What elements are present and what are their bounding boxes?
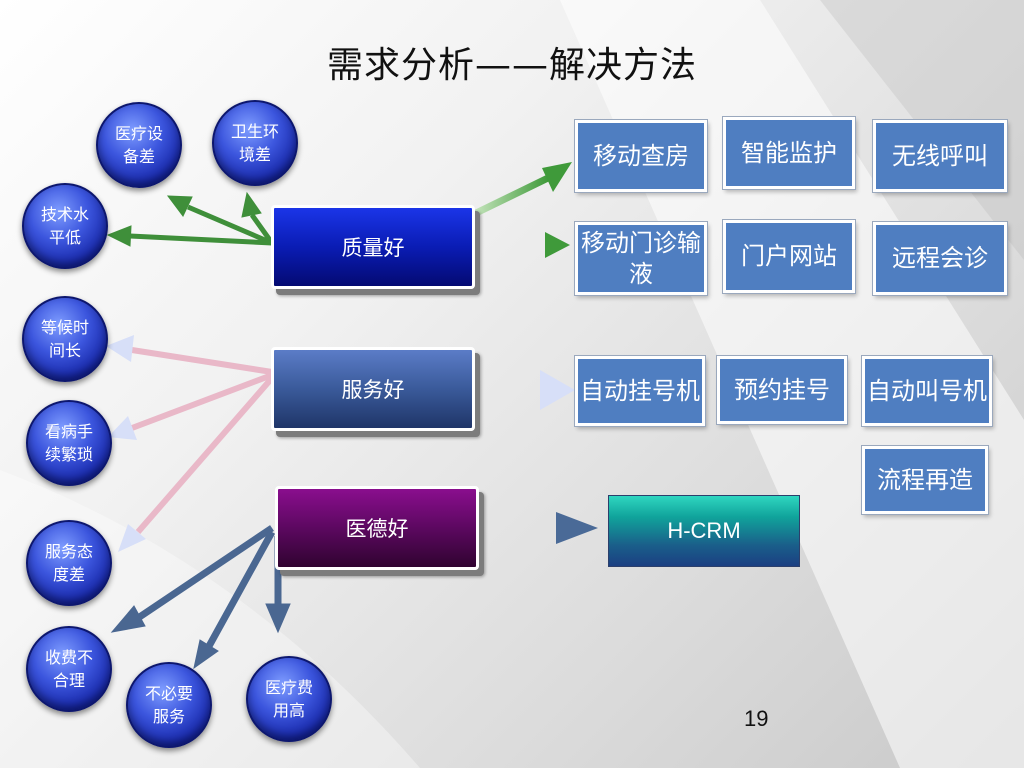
problem-label: 看病手续繁琐 — [44, 422, 93, 464]
ethics-solution-arrow — [478, 512, 598, 544]
problem-tech-level: 技术水平低 — [22, 183, 108, 269]
problem-label: 服务态度差 — [44, 542, 93, 584]
solution-auto-call: 自动叫号机 — [862, 356, 992, 426]
slide-title: 需求分析——解决方法 — [326, 45, 697, 86]
problem-label: 不必要服务 — [144, 684, 193, 726]
problem-label: 医疗费用高 — [264, 678, 313, 720]
solution-portal: 门户网站 — [723, 220, 855, 293]
problem-complex-procedures: 看病手续繁琐 — [26, 400, 112, 486]
problem-sanitation: 卫生环境差 — [212, 100, 298, 186]
problem-label: 医疗设备差 — [114, 124, 163, 166]
problem-poor-attitude: 服务态度差 — [26, 520, 112, 606]
problem-label: 技术水平低 — [40, 205, 89, 247]
solution-mobile-rounds: 移动查房 — [575, 120, 707, 192]
service-problem-arrows — [106, 335, 275, 552]
problem-unnecessary-services: 不必要服务 — [126, 662, 212, 748]
solution-process-reengineering: 流程再造 — [862, 446, 988, 514]
solution-auto-register: 自动挂号机 — [575, 356, 705, 426]
solution-mobile-outpatient: 移动门诊输液 — [575, 222, 707, 295]
service-solution-arrow — [478, 370, 575, 410]
solution-smart-monitoring: 智能监护 — [723, 117, 855, 189]
quality-problem-arrows — [106, 191, 275, 247]
ethics-problem-arrows — [110, 525, 291, 670]
problem-high-costs: 医疗费用高 — [246, 656, 332, 742]
goal-ethics: 医德好 — [275, 486, 479, 570]
solution-telemedicine: 远程会诊 — [873, 222, 1007, 295]
problem-long-wait: 等候时间长 — [22, 296, 108, 382]
problem-medical-equipment: 医疗设备差 — [96, 102, 182, 188]
problem-label: 等候时间长 — [40, 318, 89, 360]
solution-appointment: 预约挂号 — [717, 356, 847, 424]
page-number: 19 — [744, 706, 769, 731]
problem-label: 卫生环境差 — [230, 122, 279, 164]
goal-quality: 质量好 — [271, 205, 475, 289]
solution-crm: H-CRM — [608, 495, 800, 567]
problem-unreasonable-fees: 收费不合理 — [26, 626, 112, 712]
solution-wireless-call: 无线呼叫 — [873, 120, 1007, 192]
goal-service: 服务好 — [271, 347, 475, 431]
quality-solution-arrows — [470, 162, 572, 258]
problem-label: 收费不合理 — [44, 648, 93, 690]
